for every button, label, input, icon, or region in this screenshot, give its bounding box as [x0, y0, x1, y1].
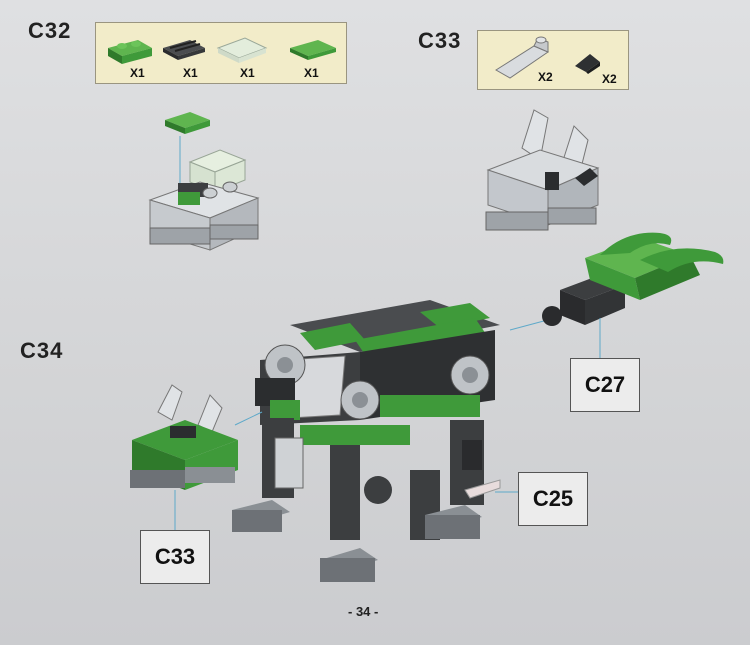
c33-assembly: [485, 109, 600, 231]
callout-c33: C33: [140, 530, 210, 584]
step-label-c34: C34: [20, 338, 64, 363]
c34-head-assembly: [130, 384, 263, 530]
c32-assembly: [148, 112, 260, 251]
part-qty: X1: [304, 66, 319, 80]
part-qty: X1: [183, 66, 198, 80]
part-qty: X2: [602, 72, 617, 86]
c27-tail-assembly: [509, 232, 724, 360]
part-dark-slope-small: [575, 54, 600, 74]
parts-box-c33: [477, 30, 629, 90]
callout-c27: C27: [570, 358, 640, 412]
part-trans-clear-plate: [216, 37, 268, 63]
part-qty: X2: [538, 70, 553, 84]
step-label-c33: C33: [418, 28, 462, 53]
part-light-slope-1x3: [495, 36, 550, 79]
part-green-brick-1x2: [108, 40, 152, 64]
step-label-c32: C32: [28, 18, 72, 43]
c34-main-assembly: [232, 300, 520, 582]
part-green-tile-2x2: [290, 40, 336, 60]
page-number: - 34 -: [348, 604, 379, 619]
part-qty: X1: [240, 66, 255, 80]
part-dark-grille-tile: [163, 40, 205, 60]
callout-c25: C25: [518, 472, 588, 526]
part-qty: X1: [130, 66, 145, 80]
